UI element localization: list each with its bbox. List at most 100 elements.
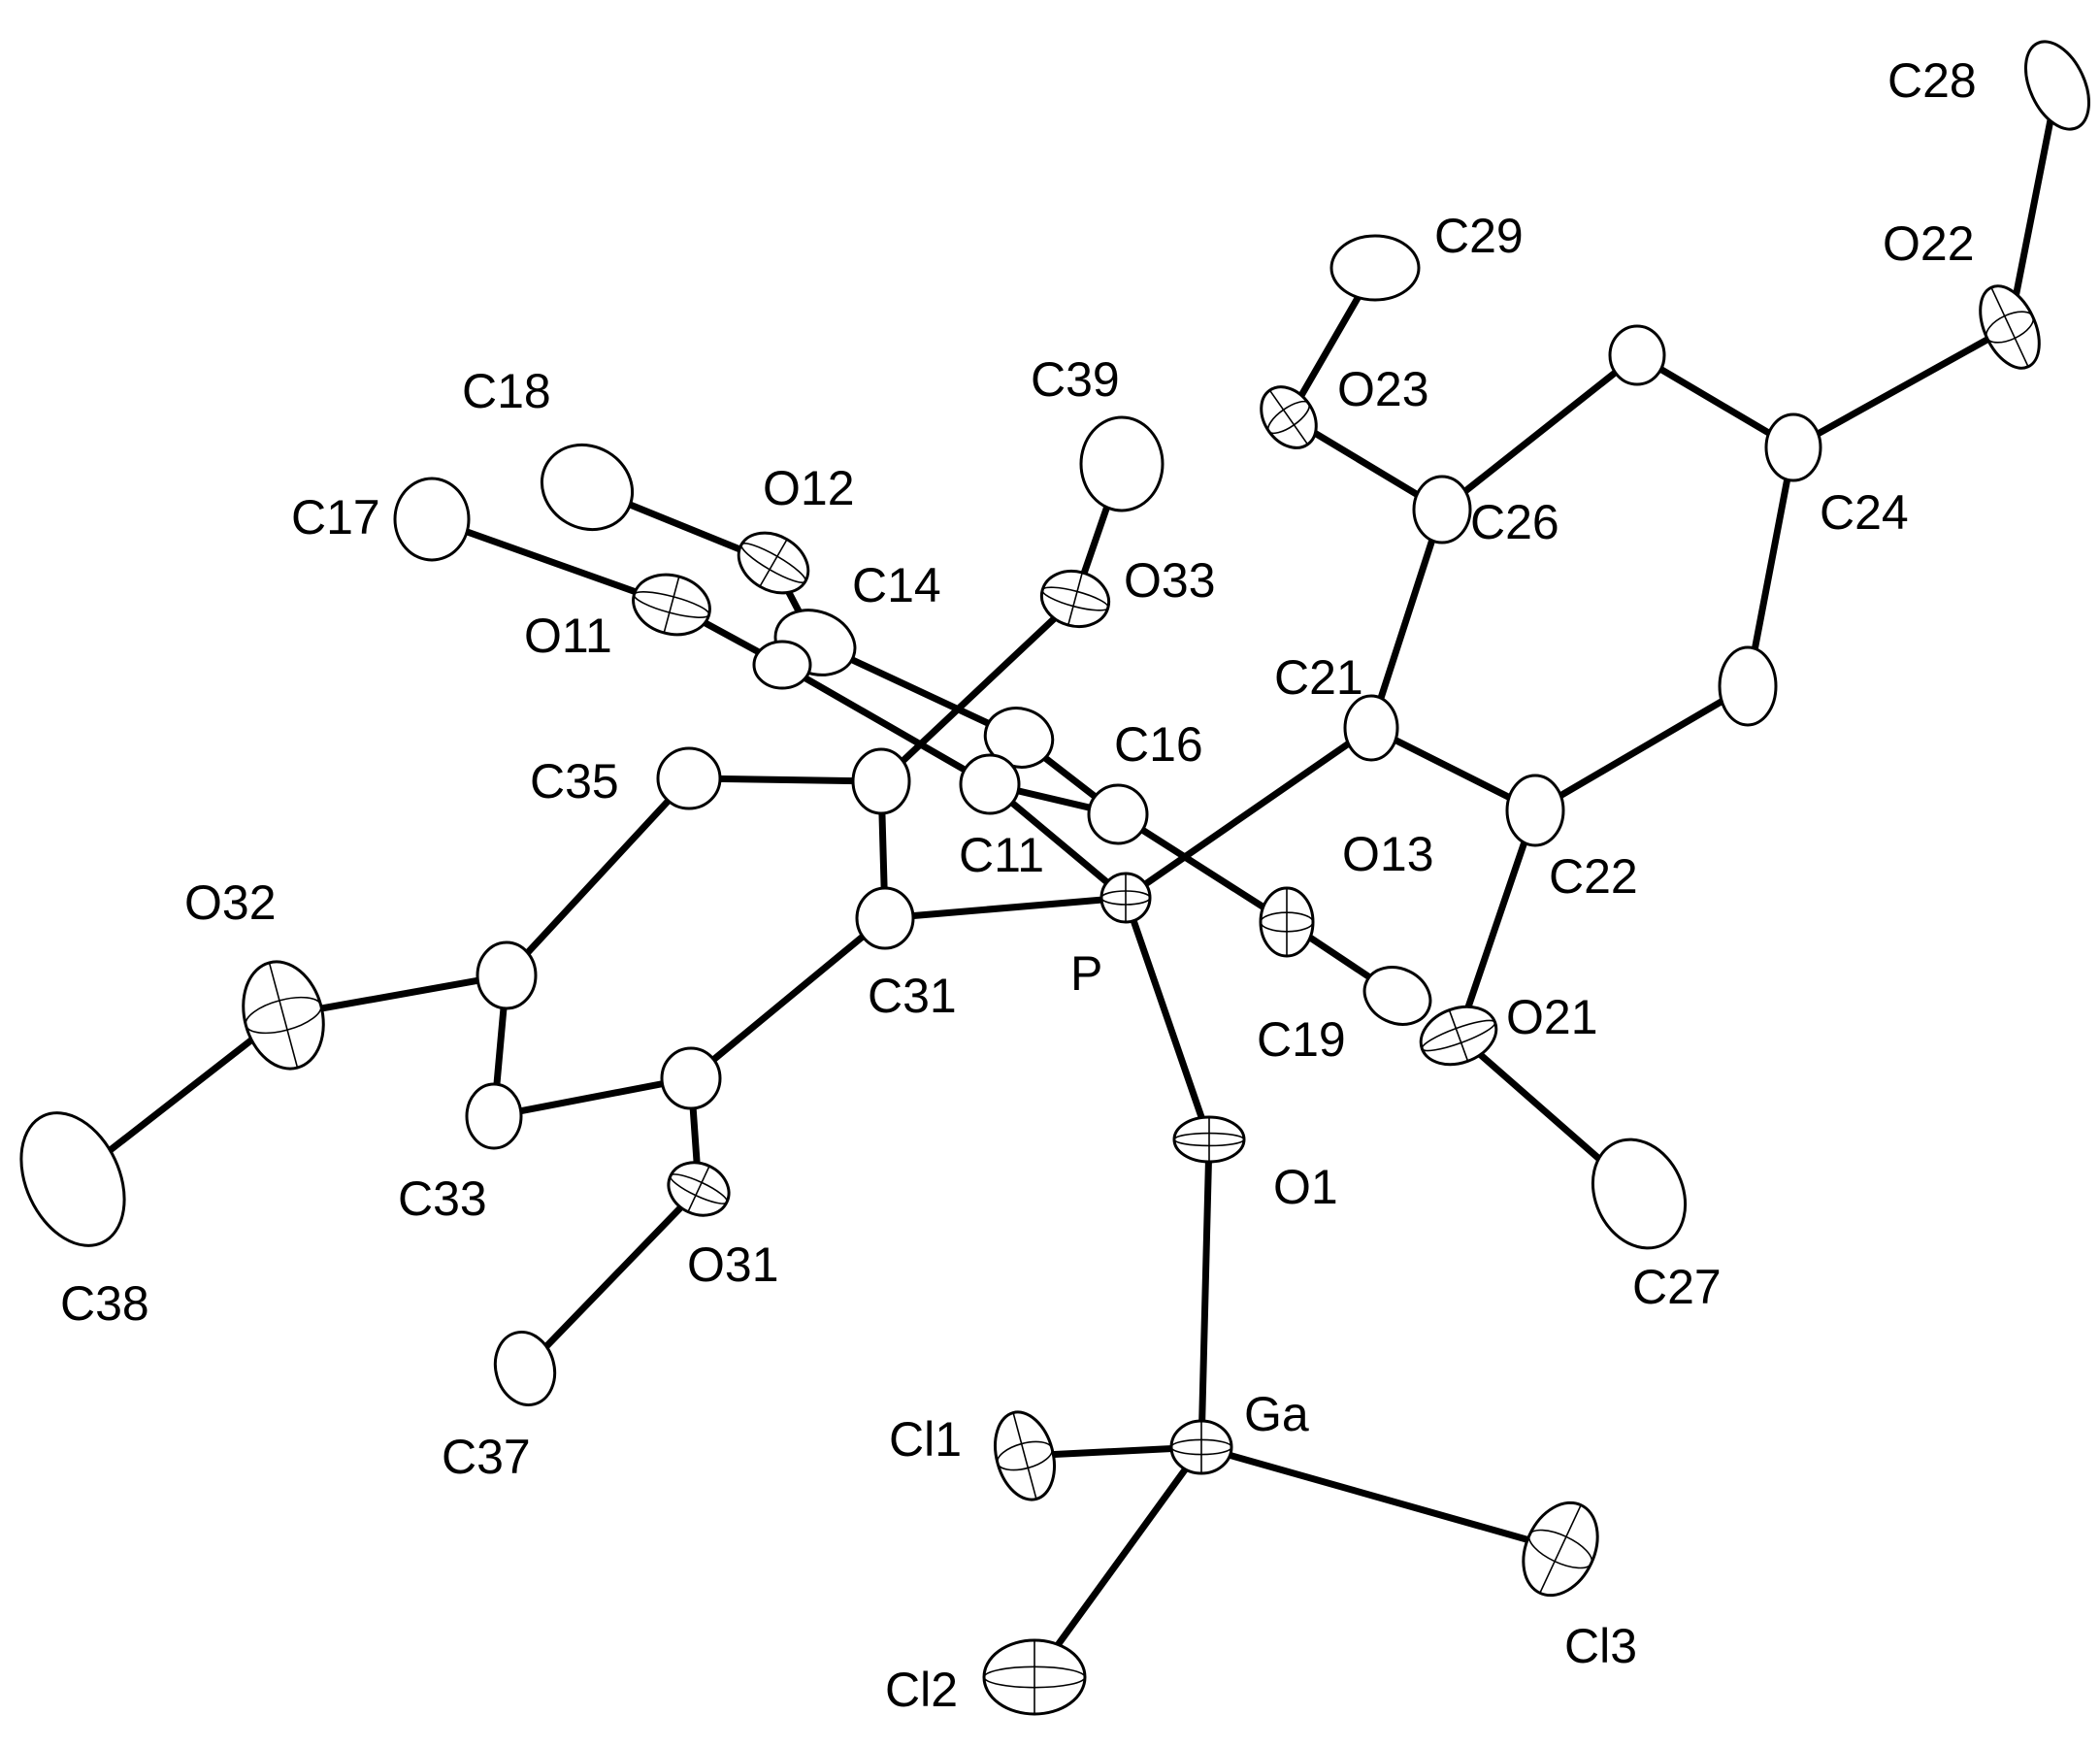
bond-c24-c25 [1633,351,1797,451]
atom-c39 [1079,415,1165,512]
bond-c32-c31 [687,914,889,1082]
atom-ellipsoid-c17 [393,477,471,562]
atom-o31 [667,1161,731,1217]
atom-ellipsoid-c33 [465,1082,523,1150]
bond-c21-c26 [1367,506,1446,732]
atom-c37 [493,1330,557,1407]
atom-c27 [1591,1138,1688,1250]
atom-ellipsoid-c24 [1764,412,1822,482]
atom-o21 [1419,1005,1498,1067]
principal-axis-line-o33 [1066,572,1084,626]
atom-c38 [19,1111,126,1247]
atom-c19 [1362,966,1432,1026]
bond-c28-o22 [2006,82,2061,331]
atom-ellipsoid-c37 [493,1330,557,1407]
principal-axis-line-o23 [1268,389,1309,445]
atom-label-c22: C22 [1549,849,1638,904]
atom-label-cl3: Cl3 [1564,1619,1637,1673]
principal-axis-line-o21 [1448,1009,1469,1062]
atom-ellipsoid-c32 [660,1046,722,1110]
atom-ellipsoid-c31 [855,886,915,950]
atom-layer [19,40,2090,1716]
atom-label-o32: O32 [184,875,277,930]
atom-label-c27: C27 [1632,1260,1722,1314]
atom-ellipsoid-c36 [851,747,911,815]
atom-ga [1169,1419,1233,1475]
atom-label-c38: C38 [60,1276,149,1331]
atom-c28 [2024,40,2090,131]
bond-c35-c34 [503,775,693,979]
atom-c22 [1505,774,1565,847]
atom-label-o12: O12 [763,461,855,515]
atom-label-cl2: Cl2 [885,1663,958,1717]
atom-label-c26: C26 [1470,495,1559,549]
atom-o13 [1259,886,1315,958]
atom-ellipsoid-c35 [656,746,722,810]
atom-label-c18: C18 [462,364,551,418]
principal-axis-line-o11 [663,576,680,634]
atom-ellipsoid-c16 [1087,783,1149,845]
atom-label-o1: O1 [1273,1160,1338,1214]
atom-ellipsoid-c29 [1329,234,1421,302]
bond-ga-cl3 [1198,1443,1564,1553]
atom-c23 [1718,645,1778,727]
bond-c24-c23 [1744,444,1797,690]
atom-c34 [476,940,538,1010]
atom-label-c21: C21 [1274,650,1363,705]
atom-o33 [1039,569,1111,629]
bond-o31-c37 [521,1185,703,1372]
principal-axis-line-o22 [1990,286,2029,368]
atom-ellipsoid-c23 [1718,645,1778,727]
principal-axis-line-o31 [687,1166,710,1212]
principal-axis-line-o32 [268,962,299,1069]
atom-c18 [540,443,635,532]
atom-ellipsoid-c18 [540,443,635,532]
atom-ellipsoid-c28 [2024,40,2090,131]
atom-c11 [959,753,1021,815]
principal-axis-line-cl1 [1012,1412,1037,1500]
principal-axis-line-o12 [759,539,788,587]
atom-label-o11: O11 [524,609,612,663]
atom-c24 [1764,412,1822,482]
atom-ellipsoid-c21 [1343,694,1399,762]
bond-c21-p [1122,724,1375,902]
atom-cl1 [994,1410,1056,1501]
atom-c33 [465,1082,523,1150]
atom-ellipsoid-c27 [1591,1138,1688,1250]
atom-label-p: P [1070,946,1102,1001]
atom-label-c28: C28 [1887,53,1977,108]
atom-o11 [632,573,711,637]
atom-p [1099,872,1152,924]
atom-label-c39: C39 [1031,352,1120,407]
atom-label-o13: O13 [1342,827,1434,881]
bond-c36-o33 [877,595,1079,785]
atom-label-c35: C35 [530,754,619,808]
bond-c25-c26 [1438,351,1641,513]
atom-ellipsoid-c22 [1505,774,1565,847]
atom-ellipsoid-c26 [1412,475,1472,544]
bond-ga-cl2 [1031,1443,1205,1681]
bond-o11-c17 [428,515,675,609]
atom-label-c19: C19 [1257,1012,1346,1067]
atom-ellipsoid-c38 [19,1111,126,1247]
atom-c29 [1329,234,1421,302]
bond-o1-ga [1198,1136,1213,1451]
bond-c23-c22 [1531,682,1752,814]
atom-ellipsoid-c25 [1608,324,1666,386]
atom-ellipsoid-c19 [1362,966,1432,1026]
atom-o1 [1172,1115,1246,1164]
bond-p-c31 [881,894,1130,922]
atom-c16 [1087,783,1149,845]
atom-ellipsoid-c13 [752,640,812,690]
atom-cl2 [982,1638,1087,1716]
atom-c17 [393,477,471,562]
atom-label-c29: C29 [1434,209,1524,263]
atom-label-c24: C24 [1820,485,1909,540]
atom-label-c16: C16 [1114,717,1203,772]
bond-c33-c32 [490,1074,695,1120]
atom-label-o31: O31 [687,1237,779,1292]
atom-label-cl1: Cl1 [889,1412,962,1467]
atom-c31 [855,886,915,950]
atom-ellipsoid-c34 [476,940,538,1010]
bond-p-o1 [1122,894,1213,1143]
